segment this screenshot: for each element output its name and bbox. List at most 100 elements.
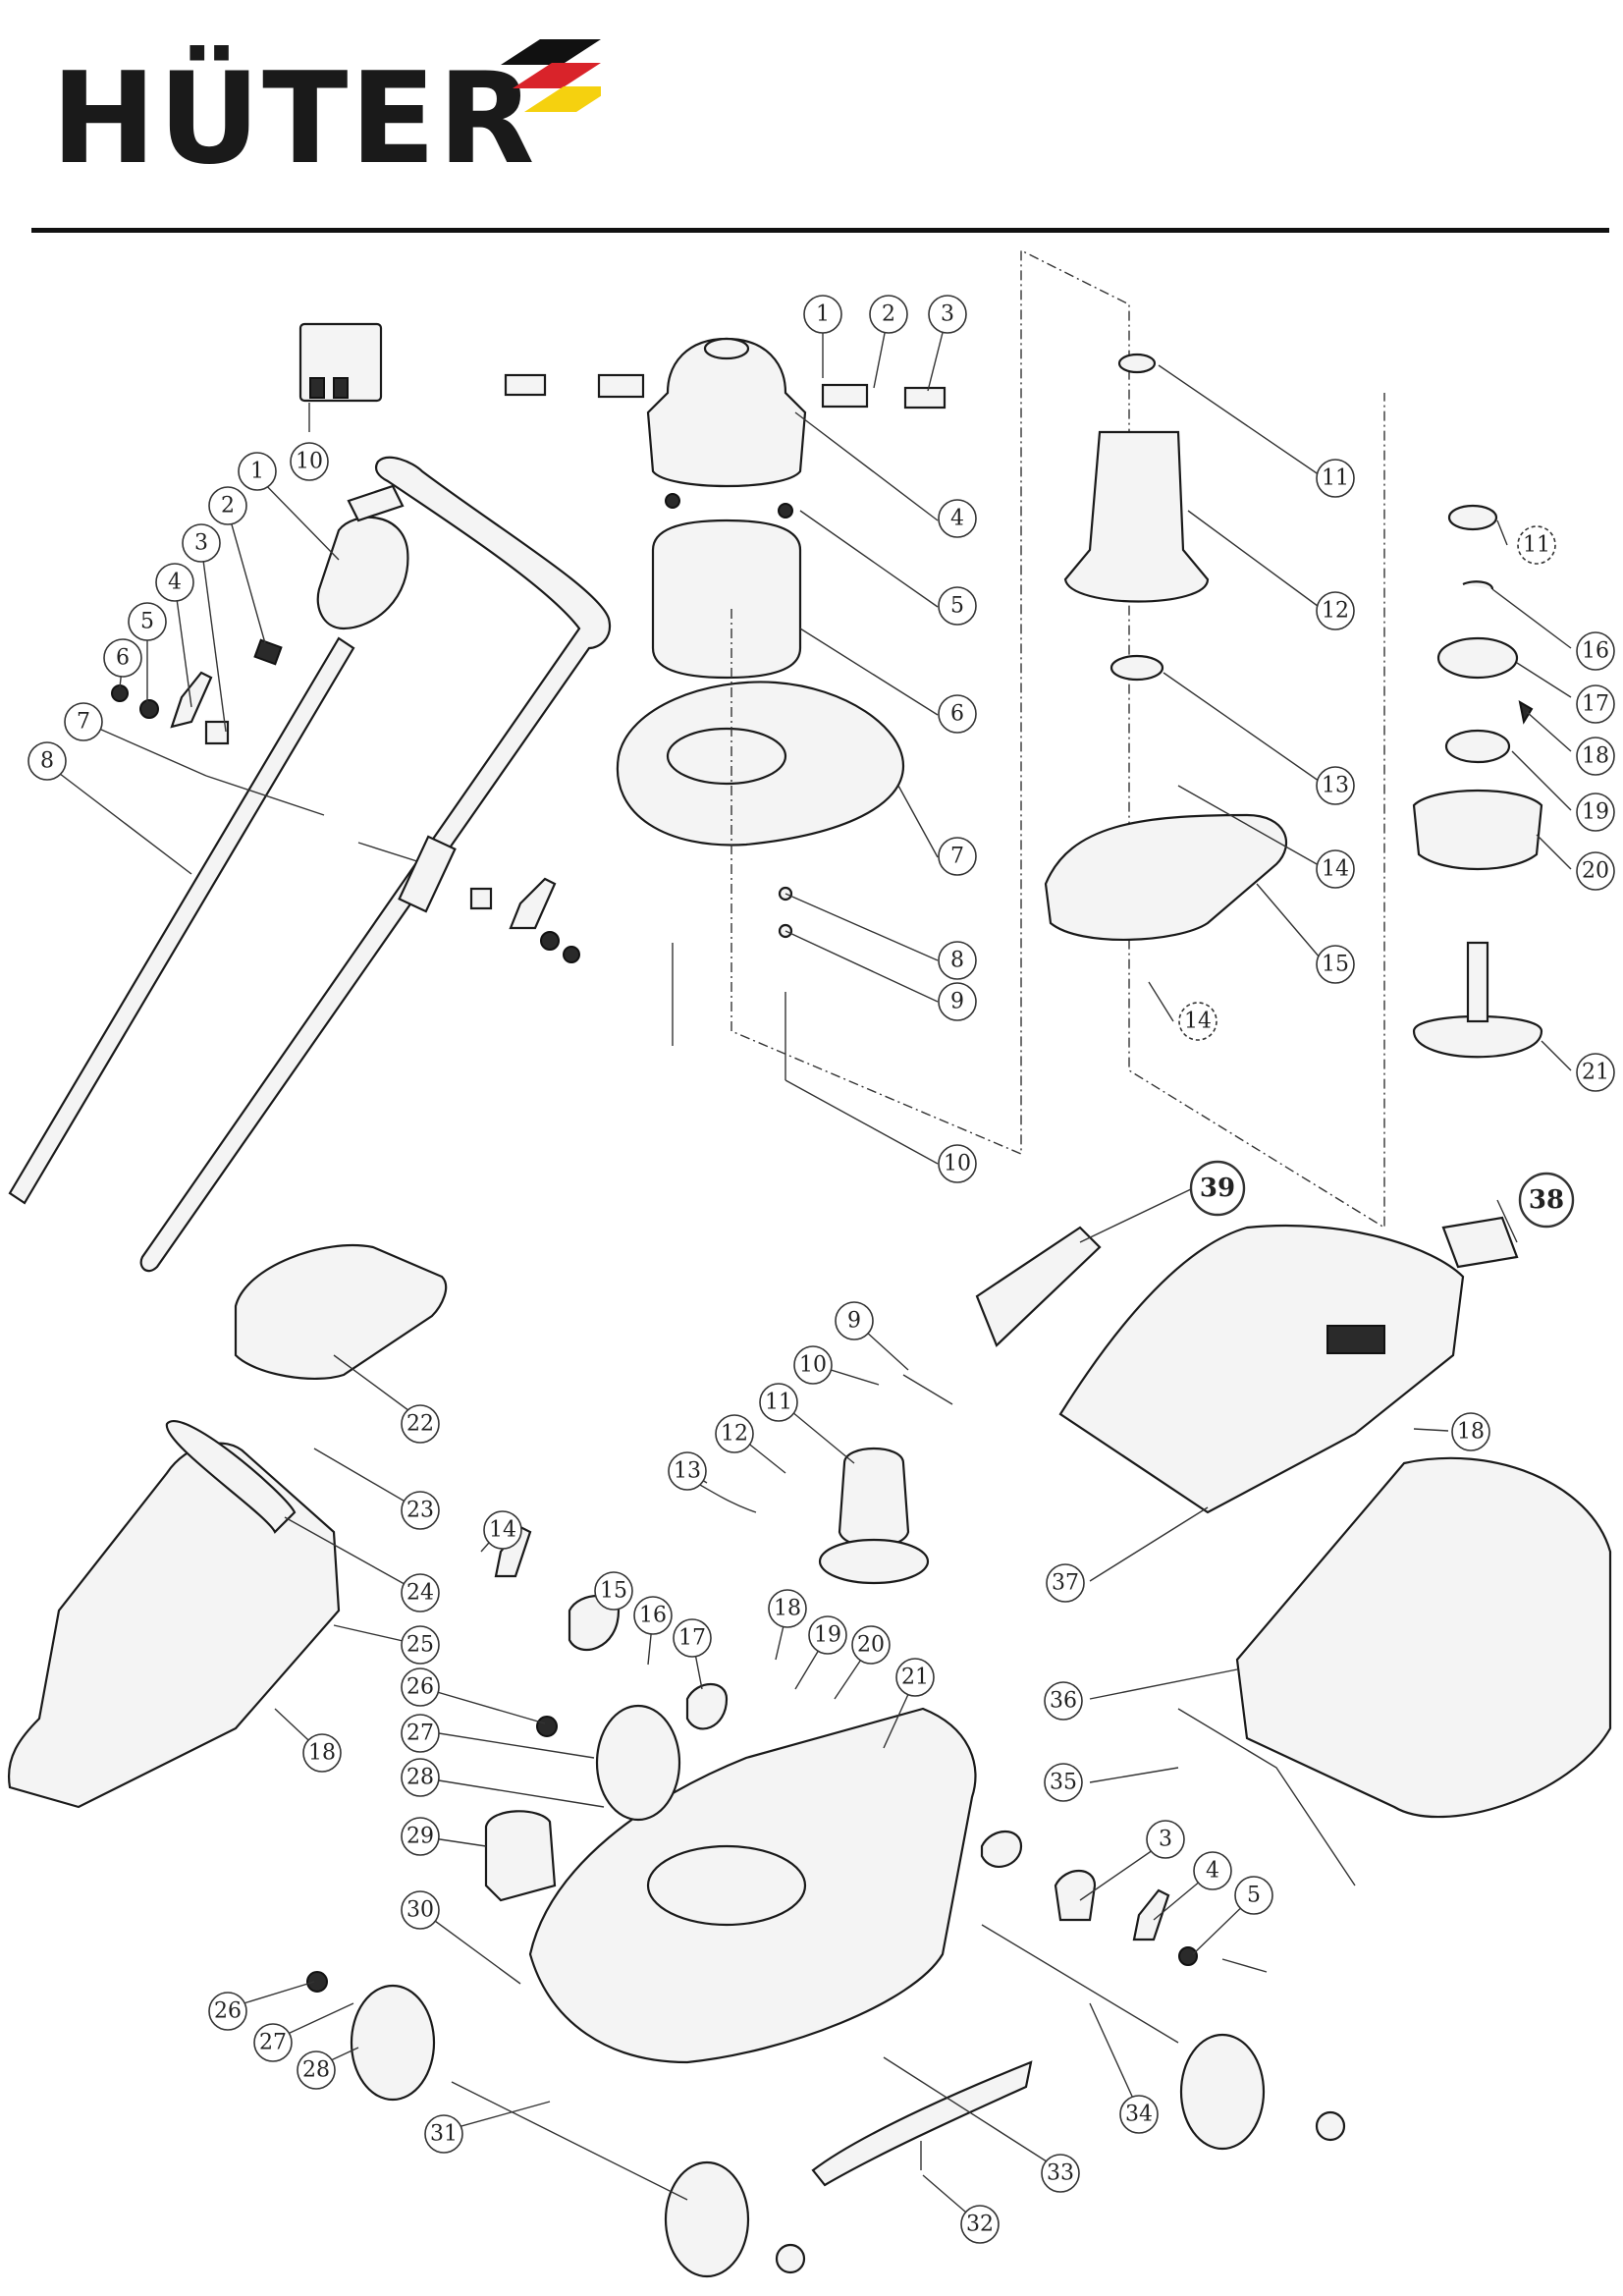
- callout-34: 34: [1119, 2095, 1159, 2134]
- callout-circle: [895, 1658, 935, 1697]
- callout-number: 18: [1457, 1420, 1485, 1445]
- callout-32: 32: [960, 2205, 1000, 2244]
- callout-circle: [483, 1510, 522, 1550]
- washer-right: [540, 931, 560, 951]
- vent-grid: [1326, 1325, 1385, 1354]
- callout-circle: [1316, 945, 1355, 984]
- callout-number: 20: [857, 1633, 885, 1658]
- callout-10: 10: [793, 1345, 833, 1385]
- callout-circle: [1041, 2154, 1080, 2193]
- gear-17: [1436, 636, 1519, 680]
- callout-circle: [1576, 737, 1615, 776]
- callout-18: 18: [1576, 737, 1615, 776]
- nut-b: [778, 503, 793, 519]
- callout-number: 34: [1125, 2103, 1153, 2127]
- callout-14: 14: [483, 1510, 522, 1550]
- callout-number: 2: [221, 494, 235, 519]
- front-bolt: [1221, 1958, 1268, 1973]
- rear-cover-37: [1058, 1224, 1465, 1514]
- callout-circle: [155, 563, 194, 602]
- callout-number: 1: [816, 302, 830, 327]
- hub-26b: [306, 1971, 328, 1993]
- rear-housing-25: [7, 1442, 341, 1809]
- callout-18: 18: [768, 1589, 807, 1628]
- callout-circle: [938, 837, 977, 876]
- switch-lever: [347, 484, 405, 522]
- callout-circle: [253, 2023, 293, 2062]
- callout-number: 38: [1529, 1185, 1564, 1215]
- callout-10: 10: [938, 1144, 977, 1183]
- housing-bore: [666, 727, 787, 786]
- callout-circle: [1576, 684, 1615, 724]
- bearing-seat: [703, 337, 750, 360]
- callout-20: 20: [1576, 851, 1615, 891]
- callout-number: 3: [1159, 1828, 1172, 1852]
- callout-4: 4: [155, 563, 194, 602]
- front-knob: [980, 1831, 1023, 1868]
- callout-number: 31: [430, 2122, 458, 2147]
- callout-number: 28: [406, 1766, 434, 1790]
- bearing-19: [1444, 729, 1511, 764]
- brush-holder-left: [504, 373, 547, 397]
- cable-9: [902, 1374, 953, 1405]
- callout-number: 12: [721, 1422, 748, 1447]
- callout-number: 23: [406, 1499, 434, 1523]
- callout-circle: [182, 523, 221, 563]
- callout-circle: [238, 452, 277, 491]
- carbon-brush-right: [821, 383, 869, 409]
- callout-17: 17: [1576, 684, 1615, 724]
- callout-number: 8: [950, 949, 964, 973]
- wheel-cap-29: [484, 1810, 557, 1902]
- handle-spacer: [398, 835, 457, 913]
- callout-3: 3: [1146, 1820, 1185, 1859]
- callout-number: 17: [1582, 692, 1609, 717]
- callout-number: 27: [259, 2031, 287, 2055]
- lid-22: [234, 1243, 448, 1381]
- callout-22: 22: [401, 1404, 440, 1444]
- callout-circle: [64, 702, 103, 741]
- callout-circle: [424, 2114, 463, 2154]
- callout-number: 21: [901, 1666, 929, 1690]
- callout-circle: [803, 295, 842, 334]
- callout-8: 8: [938, 941, 977, 980]
- callout-circle: [401, 1573, 440, 1613]
- callout-number: 24: [406, 1581, 434, 1606]
- callout-circle: [1044, 1681, 1083, 1721]
- washer-left: [139, 699, 159, 719]
- callout-circle: [938, 982, 977, 1021]
- callout-27: 27: [253, 2023, 293, 2062]
- callout-7: 7: [64, 702, 103, 741]
- callout-circle: [808, 1615, 847, 1655]
- clamp-bracket-left: [204, 720, 230, 745]
- callout-17: 17: [673, 1618, 712, 1658]
- huter-logo: HÜTER: [51, 27, 601, 194]
- callout-38: 38: [1518, 1172, 1575, 1229]
- callout-number: 33: [1047, 2161, 1074, 2186]
- callout-circle: [869, 295, 908, 334]
- callout-number: 18: [308, 1741, 336, 1766]
- callout-13: 13: [1316, 766, 1355, 805]
- callout-4: 4: [938, 499, 977, 538]
- switch-contact-a: [309, 377, 325, 399]
- callout-circle: [297, 2050, 336, 2090]
- callout-circle: [27, 741, 67, 781]
- callout-3: 3: [182, 523, 221, 563]
- callout-19: 19: [808, 1615, 847, 1655]
- callout-13: 13: [668, 1451, 707, 1491]
- header-rule: [31, 228, 1609, 233]
- callout-number: 9: [847, 1309, 861, 1334]
- callout-circle: [1119, 2095, 1159, 2134]
- gearbox-housing: [1044, 813, 1287, 941]
- callout-number: 11: [765, 1391, 792, 1415]
- callout-4: 4: [1193, 1851, 1232, 1890]
- logo-wordmark: HÜTER: [51, 46, 537, 192]
- callout-19: 19: [1576, 793, 1615, 832]
- left-handle-tube: [8, 636, 355, 1205]
- blade-flange-21: [1412, 1014, 1543, 1059]
- callout-27: 27: [401, 1714, 440, 1753]
- callout-circle: [928, 295, 967, 334]
- callout-number: 1: [250, 460, 264, 484]
- callout-39: 39: [1189, 1160, 1246, 1217]
